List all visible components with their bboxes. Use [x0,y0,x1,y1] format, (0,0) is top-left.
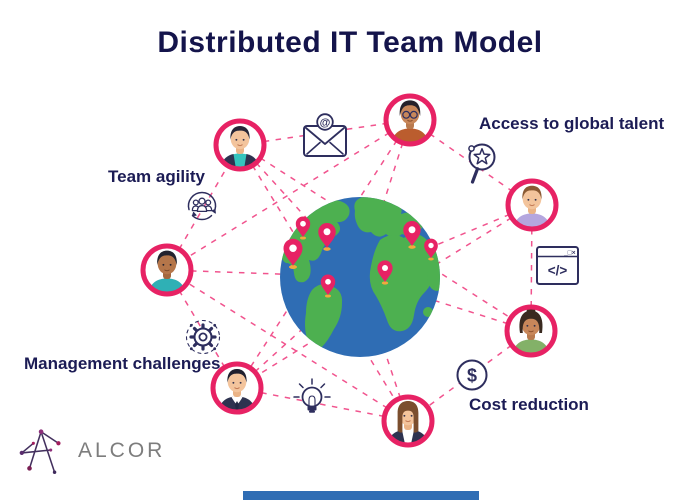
search-talent-icon [468,143,496,184]
alcor-logo: ALCOR [16,424,165,478]
lightbulb-icon [293,378,331,413]
svg-text:$: $ [467,366,477,386]
globe [280,197,440,357]
avatar-team-member-bottom-left [210,361,264,415]
label-access-to-global-talent: Access to global talent [479,114,665,133]
label-management-challenges: Management challenges [24,354,221,373]
gear-icon [185,319,221,355]
avatar-team-member-left [140,243,194,297]
brand-text: ALCOR [78,439,166,462]
svg-text:_□×: _□× [563,250,576,257]
page-title: Distributed IT Team Model [157,26,543,59]
label-team-agility: Team agility [108,167,205,186]
avatar-team-member-top [383,93,437,147]
footer-accent-bar [243,491,479,500]
svg-text:</>: </> [548,263,568,278]
code-window-icon: _□× </> [536,246,579,285]
avatar-team-member-right-lower [504,304,558,358]
email-at-icon: @ [303,113,347,157]
avatar-team-member-right-upper [505,178,559,232]
avatar-team-member-bottom [381,394,435,448]
alcor-constellation-icon [19,429,61,474]
svg-text:@: @ [320,117,331,129]
dollar-icon: $ [456,359,488,391]
label-cost-reduction: Cost reduction [469,395,589,414]
team-group-icon [187,191,217,221]
avatar-team-member-top-left [213,118,267,172]
